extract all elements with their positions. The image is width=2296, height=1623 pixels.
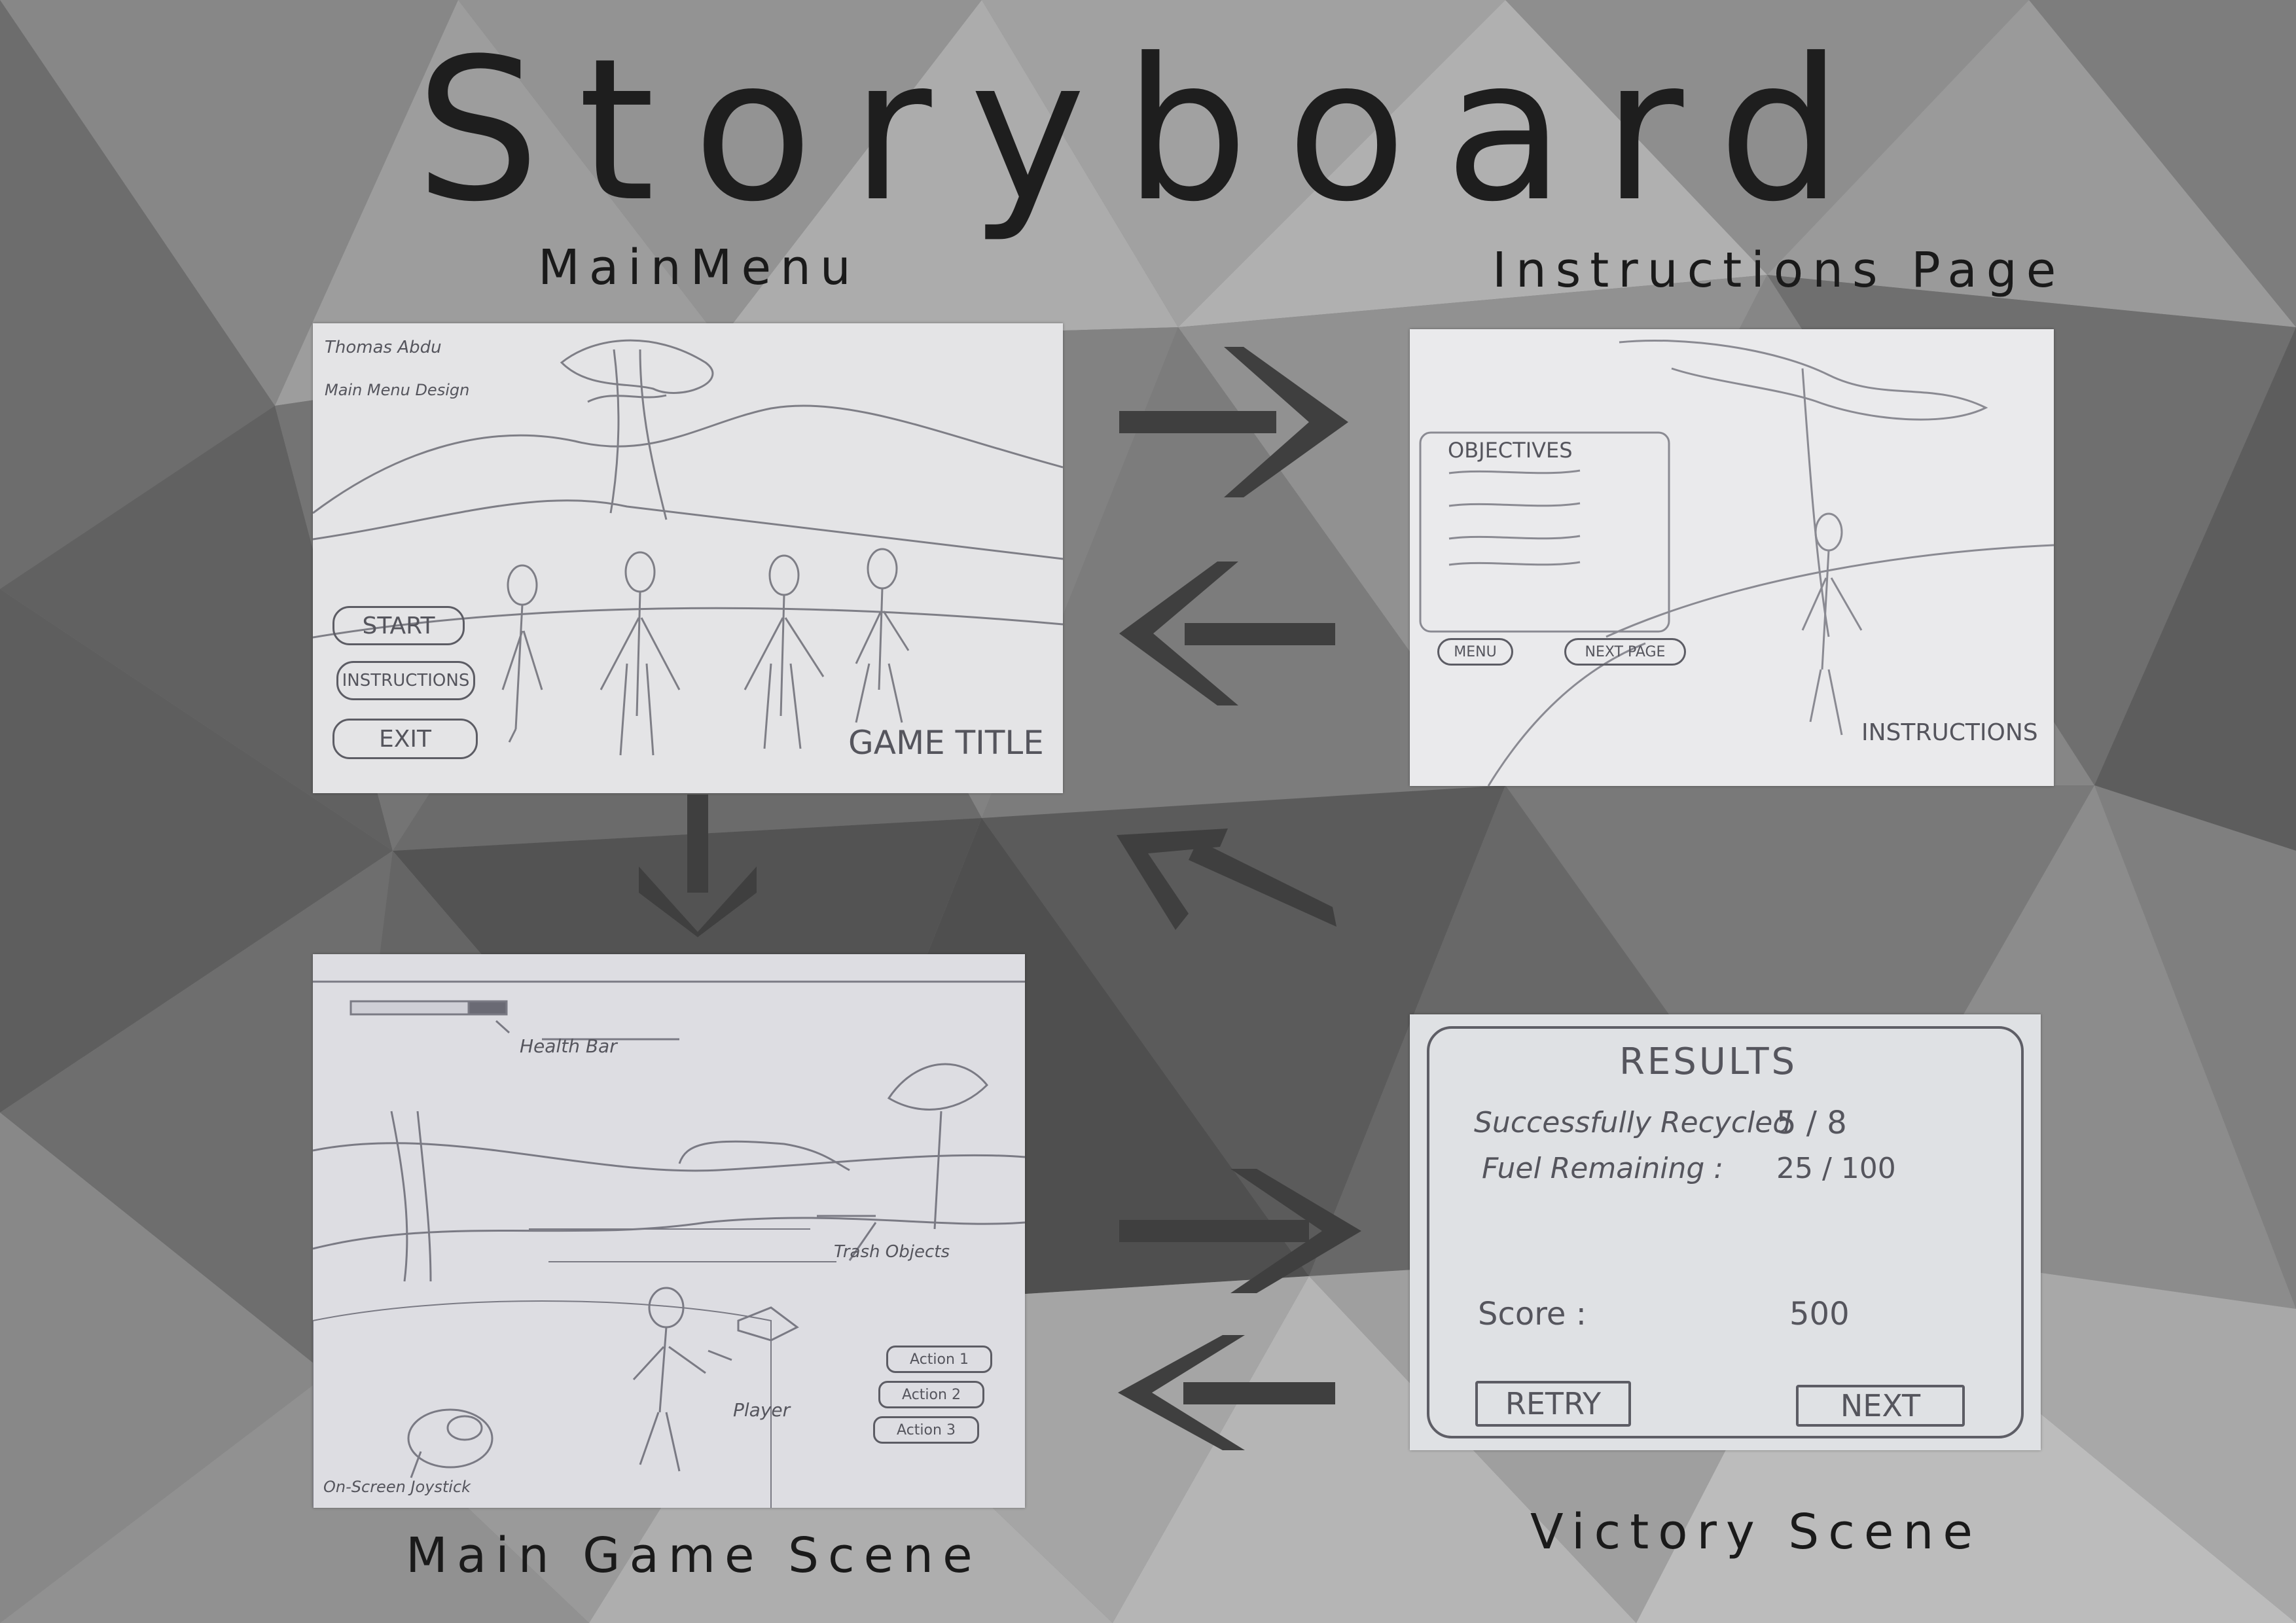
game-title-text: GAME TITLE: [848, 724, 1044, 762]
recycled-label: Successfully Recycled: [1474, 1106, 1791, 1139]
page-title: Storyboard: [415, 16, 1881, 245]
victory-sketch: RESULTS Successfully Recycled 5 / 8 Fuel…: [1410, 1014, 2041, 1450]
main-game-drawing: [313, 980, 1025, 1508]
arrow-game-to-victory: [1119, 1169, 1361, 1293]
health-bar-annotation: Health Bar: [520, 1035, 617, 1057]
start-button[interactable]: START: [332, 606, 465, 645]
design-note: Main Menu Design: [325, 381, 470, 399]
score-label: Score :: [1478, 1296, 1587, 1332]
arrow-instructions-to-main-menu: [1119, 562, 1335, 705]
victory-drawing: [1427, 1026, 2024, 1438]
action-2-button[interactable]: Action 2: [878, 1381, 984, 1408]
instructions-drawing: [1419, 339, 2054, 786]
main-menu-drawing: [313, 339, 1063, 756]
instructions-footer: INSTRUCTIONS: [1861, 719, 2038, 746]
arrow-victory-to-game: [1118, 1335, 1335, 1450]
action-1-button[interactable]: Action 1: [886, 1346, 992, 1373]
instructions-button[interactable]: INSTRUCTIONS: [336, 661, 475, 700]
results-heading: RESULTS: [1619, 1041, 1798, 1083]
label-instructions-page: Instructions Page: [1492, 242, 2066, 298]
recycled-value: 5 / 8: [1776, 1105, 1847, 1141]
label-main-game-scene: Main Game Scene: [406, 1527, 982, 1584]
menu-button[interactable]: MENU: [1437, 638, 1513, 666]
score-value: 500: [1789, 1296, 1850, 1332]
fuel-label: Fuel Remaining :: [1482, 1152, 1724, 1185]
objectives-heading: OBJECTIVES: [1448, 438, 1573, 463]
arrow-main-menu-to-game: [639, 794, 757, 937]
author-note: Thomas Abdu: [325, 338, 442, 357]
next-button[interactable]: NEXT: [1796, 1385, 1965, 1427]
exit-button[interactable]: EXIT: [332, 719, 478, 759]
main-game-sketch: Health Bar Trash Objects Player On-Scree…: [313, 954, 1025, 1508]
retry-button[interactable]: RETRY: [1475, 1381, 1631, 1427]
label-victory-scene: Victory Scene: [1530, 1504, 1982, 1560]
trash-objects-annotation: Trash Objects: [834, 1242, 950, 1262]
main-menu-sketch: Thomas Abdu Main Menu Design START INSTR…: [313, 323, 1063, 793]
instructions-sketch: OBJECTIVES MENU NEXT PAGE INSTRUCTIONS: [1410, 329, 2054, 786]
arrow-victory-to-main-menu: [1117, 829, 1336, 930]
joystick-annotation: On-Screen Joystick: [323, 1478, 471, 1496]
next-page-button[interactable]: NEXT PAGE: [1564, 638, 1686, 666]
action-3-button[interactable]: Action 3: [873, 1416, 979, 1444]
label-main-menu: MainMenu: [538, 240, 860, 296]
arrow-main-menu-to-instructions: [1119, 347, 1348, 497]
fuel-value: 25 / 100: [1776, 1152, 1896, 1185]
player-annotation: Player: [733, 1399, 791, 1421]
